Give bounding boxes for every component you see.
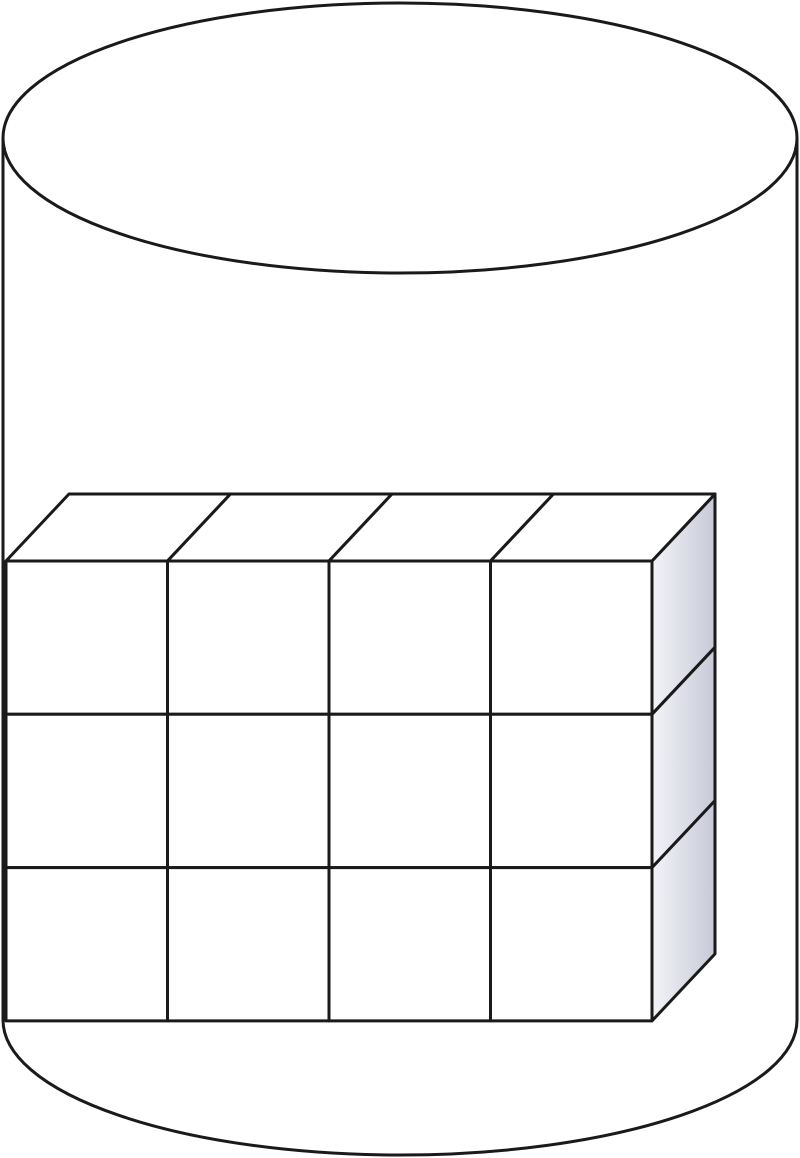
cylinder-top-rim [1,1,799,275]
cube-front-face [4,866,169,1023]
cube-front-face [489,866,654,1023]
cube-front-face [327,712,492,870]
cube-block [4,492,717,1023]
cube-front-face [327,559,492,716]
cube-front-face [4,559,169,716]
cube-front-face [166,559,331,716]
cube-front-face [166,866,331,1023]
cube-front-face [4,712,169,870]
cube-front-face [166,712,331,870]
cube-front-face [327,866,492,1023]
cube-front-face [489,559,654,716]
cube-front-face [489,712,654,870]
cylinder-bottom-arc [1,1018,799,1157]
